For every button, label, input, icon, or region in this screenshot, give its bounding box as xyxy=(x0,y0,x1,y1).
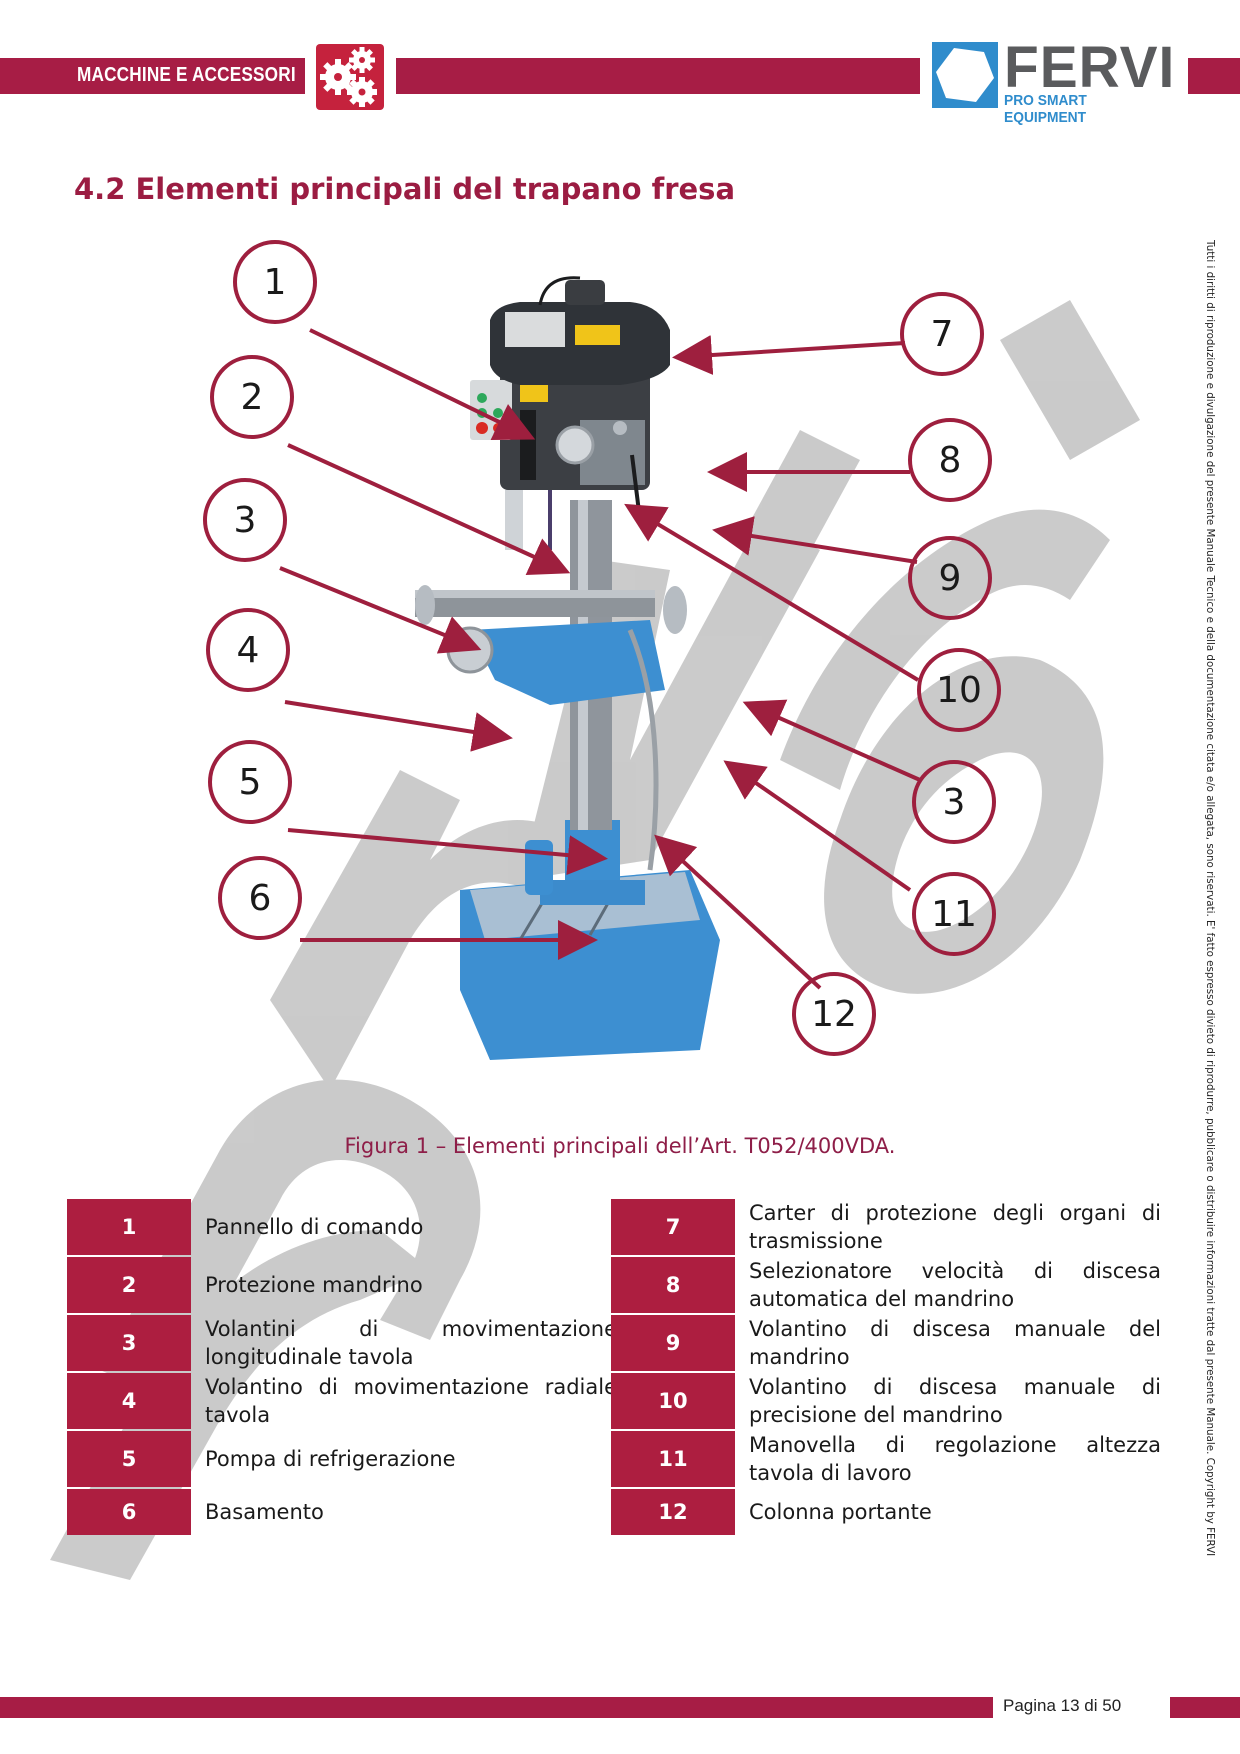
legend-number: 5 xyxy=(67,1431,191,1487)
page-title: 4.2 Elementi principali del trapano fres… xyxy=(74,172,736,206)
legend-row: 8 Selezionatore velocità di discesa auto… xyxy=(611,1257,1161,1313)
legend-number: 3 xyxy=(67,1315,191,1371)
legend-number: 2 xyxy=(67,1257,191,1313)
legend-number: 12 xyxy=(611,1489,735,1535)
callout-1: 1 xyxy=(233,240,317,324)
legend-number: 1 xyxy=(67,1199,191,1255)
legend-description: Basamento xyxy=(205,1500,324,1524)
hexagon-logo-icon xyxy=(932,42,998,108)
legend-description: Volantini di movimentazione longitudinal… xyxy=(205,1317,617,1369)
section-label: MACCHINE E ACCESSORI xyxy=(77,64,296,86)
legend-number: 8 xyxy=(611,1257,735,1313)
callout-5: 5 xyxy=(208,740,292,824)
legend-row: 10 Volantino di discesa manuale di preci… xyxy=(611,1373,1161,1429)
footer-band-left xyxy=(0,1697,993,1718)
legend-number: 4 xyxy=(67,1373,191,1429)
legend-row: 9 Volantino di discesa manuale del mandr… xyxy=(611,1315,1161,1371)
machine-figure: 1 2 3 4 5 6 7 8 9 10 3 11 12 xyxy=(203,240,1020,1070)
footer-band-right xyxy=(1170,1697,1240,1718)
callout-4: 4 xyxy=(206,608,290,692)
legend-table-right: 7 Carter di protezione degli organi di t… xyxy=(611,1199,1161,1537)
copyright-notice: Tutti i diritti di riproduzione e divulg… xyxy=(1204,240,1216,1557)
figure-caption: Figura 1 – Elementi principali dell’Art.… xyxy=(0,1134,1240,1158)
legend-number: 10 xyxy=(611,1373,735,1429)
legend-row: 11 Manovella di regolazione altezza tavo… xyxy=(611,1431,1161,1487)
legend-description: Colonna portante xyxy=(749,1500,932,1524)
legend-row: 12 Colonna portante xyxy=(611,1489,1161,1535)
callout-12: 12 xyxy=(792,972,876,1056)
legend-row: 4 Volantino di movimentazione radiale ta… xyxy=(67,1373,617,1429)
legend-description: Volantino di movimentazione radiale tavo… xyxy=(205,1375,617,1427)
legend-number: 9 xyxy=(611,1315,735,1371)
legend-description: Manovella di regolazione altezza tavola … xyxy=(749,1433,1161,1485)
fervi-logo: FERVI PRO SMART EQUIPMENT xyxy=(932,35,1177,126)
legend-row: 2 Protezione mandrino xyxy=(67,1257,617,1313)
legend-row: 7 Carter di protezione degli organi di t… xyxy=(611,1199,1161,1255)
page-number: Pagina 13 di 50 xyxy=(1003,1696,1122,1715)
header-band-left xyxy=(0,58,305,94)
legend-description: Pannello di comando xyxy=(205,1215,424,1239)
callout-8: 8 xyxy=(908,418,992,502)
callout-2: 2 xyxy=(210,355,294,439)
header-band-right xyxy=(1188,58,1240,94)
legend-description: Volantino di discesa manuale del mandrin… xyxy=(749,1317,1161,1369)
legend-description: Selezionatore velocità di discesa automa… xyxy=(749,1259,1161,1311)
drill-mill-illustration xyxy=(415,276,720,1060)
figure-caption-text: Figura 1 – Elementi principali dell’Art.… xyxy=(344,1134,896,1158)
callout-9: 9 xyxy=(908,536,992,620)
legend-row: 1 Pannello di comando xyxy=(67,1199,617,1255)
callout-10: 10 xyxy=(917,648,1001,732)
callout-3-right: 3 xyxy=(912,760,996,844)
legend-description: Carter di protezione degli organi di tra… xyxy=(749,1201,1161,1253)
legend-number: 7 xyxy=(611,1199,735,1255)
legend-row: 5 Pompa di refrigerazione xyxy=(67,1431,617,1487)
callout-3-left: 3 xyxy=(203,478,287,562)
legend-table-left: 1 Pannello di comando 2 Protezione mandr… xyxy=(67,1199,617,1537)
legend-number: 11 xyxy=(611,1431,735,1487)
legend-description: Volantino di discesa manuale di precisio… xyxy=(749,1375,1161,1427)
callout-11: 11 xyxy=(912,872,996,956)
legend-description: Pompa di refrigerazione xyxy=(205,1447,456,1471)
header-band-middle xyxy=(396,58,920,94)
callout-6: 6 xyxy=(218,856,302,940)
legend-number: 6 xyxy=(67,1489,191,1535)
callout-7: 7 xyxy=(900,292,984,376)
gears-icon xyxy=(316,44,384,110)
logo-tagline: PRO SMART EQUIPMENT xyxy=(1004,92,1087,126)
legend-row: 3 Volantini di movimentazione longitudin… xyxy=(67,1315,617,1371)
logo-name: FERVI xyxy=(1004,35,1176,100)
legend-row: 6 Basamento xyxy=(67,1489,617,1535)
legend-description: Protezione mandrino xyxy=(205,1273,423,1297)
callout-arrows xyxy=(279,328,921,990)
